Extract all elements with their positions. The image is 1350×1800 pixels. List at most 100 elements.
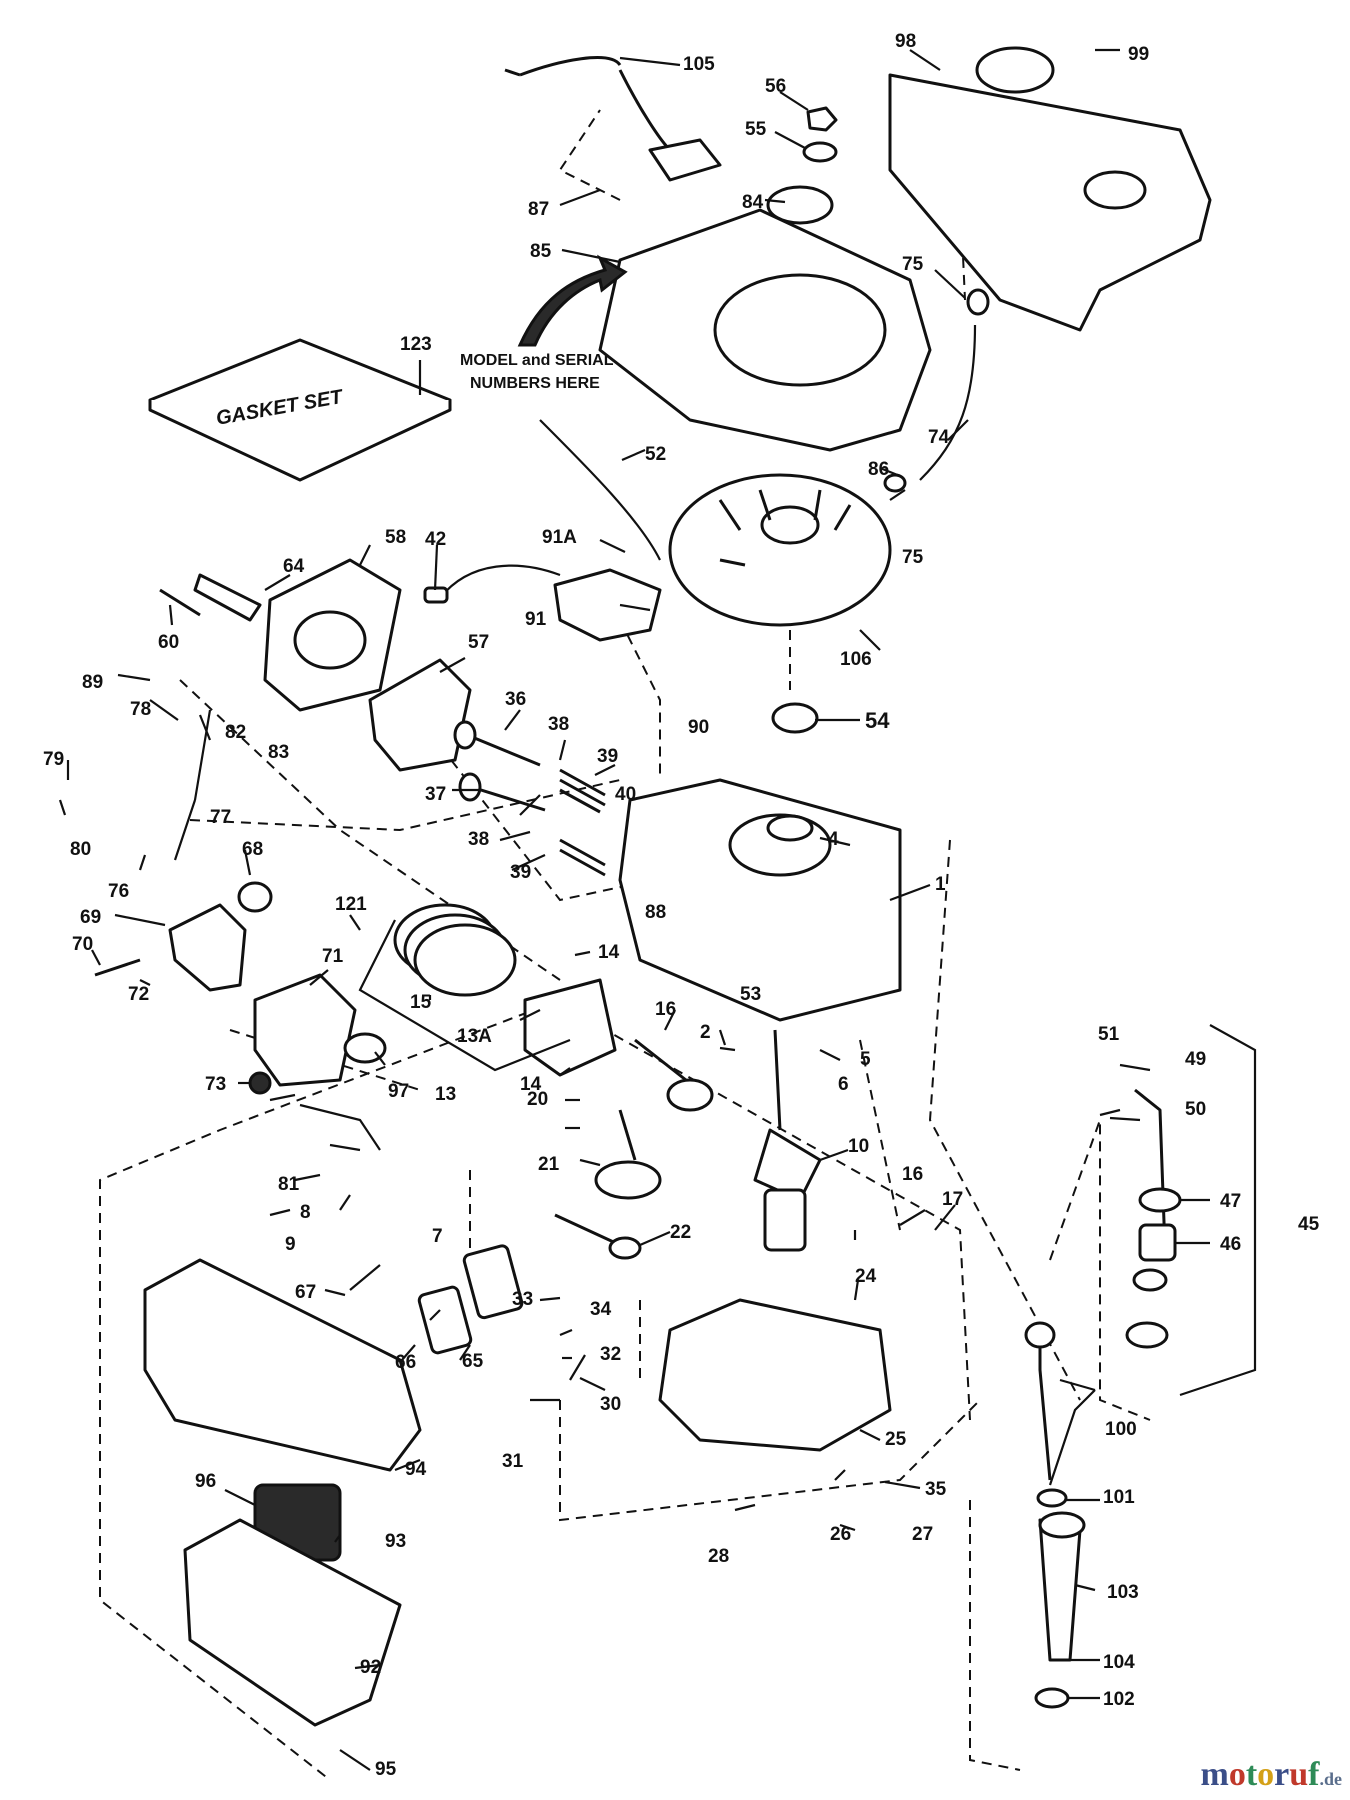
starter-cup-shape (766, 185, 834, 225)
part-label: 16 (902, 1164, 923, 1185)
watermark-letter: o (1257, 1756, 1275, 1793)
piston-shape (523, 978, 617, 1077)
part-label: 102 (1103, 1689, 1135, 1710)
part-label: 30 (600, 1394, 621, 1415)
note-arrow-icon (517, 254, 628, 347)
part-label: 26 (830, 1524, 851, 1545)
crankcase-cover-shape (658, 1298, 892, 1452)
part-label: 8 (300, 1202, 311, 1223)
valve-head-shape (458, 772, 482, 802)
part-label: 49 (1185, 1049, 1206, 1070)
part-label: 91A (542, 527, 577, 548)
model-serial-note-line1: MODEL and SERIAL (460, 352, 614, 369)
part-label: 2 (700, 1022, 711, 1043)
head-gasket-shape (368, 658, 472, 772)
part-label: 100 (1105, 1419, 1137, 1440)
part-label: 10 (848, 1136, 869, 1157)
part-label: 88 (645, 902, 666, 923)
part-label: 9 (285, 1234, 296, 1255)
carb-gasket-shape (343, 1032, 387, 1064)
part-label: 90 (688, 717, 709, 738)
carb-bowl-nut-shape (248, 1071, 272, 1095)
part-label: 66 (395, 1352, 416, 1373)
part-label: 38 (548, 714, 569, 735)
group-bracket-shape (1179, 1024, 1257, 1397)
part-label: 79 (43, 749, 64, 770)
flywheel-fins-shape (718, 489, 852, 567)
part-label: 81 (278, 1174, 300, 1195)
part-label: 92 (360, 1657, 381, 1678)
part-label: 57 (468, 632, 489, 653)
part-label: 55 (745, 119, 767, 140)
oil-seal-shape (1036, 1488, 1068, 1508)
part-label: 86 (868, 459, 889, 480)
part-label: 25 (885, 1429, 907, 1450)
leader-lines (58, 48, 1210, 1771)
part-label: 39 (597, 746, 618, 767)
cover-port-shape (975, 46, 1055, 94)
part-shapes (94, 46, 1257, 1727)
plug-shape (237, 881, 273, 913)
clamp-shape (966, 288, 990, 316)
part-label: 14 (598, 942, 620, 963)
part-label: 17 (942, 1189, 963, 1210)
head-bolt-shape (159, 588, 201, 617)
part-labels: 1 2 4 5 6 7 8 9 10 13 13A 14 14 15 16 16… (43, 31, 1320, 1780)
nut-shape (806, 106, 838, 132)
part-label: 76 (108, 881, 129, 902)
part-label: 104 (1103, 1652, 1135, 1673)
watermark-letter: o (1228, 1756, 1246, 1793)
crankshaft-pto-shape (763, 1188, 807, 1252)
part-label: 34 (590, 1299, 612, 1320)
valve-spring-shape (559, 768, 606, 814)
part-label: 13A (457, 1026, 492, 1047)
part-label: 39 (510, 862, 531, 883)
group-bracket-shape (173, 709, 212, 861)
part-label: 80 (70, 839, 91, 860)
part-label: 37 (425, 784, 446, 805)
air-cleaner-housing-shape (143, 1258, 422, 1472)
part-label: 97 (388, 1081, 409, 1102)
part-label: 33 (512, 1289, 533, 1310)
watermark-name: motoruf (1201, 1756, 1320, 1793)
seal-shape (1125, 1321, 1169, 1349)
part-label: 101 (1103, 1487, 1135, 1508)
cam-lobe-shape (618, 1109, 637, 1161)
ignition-module-shape (553, 568, 662, 642)
governor-shape (554, 1213, 621, 1247)
fuel-line-shape (919, 324, 977, 481)
part-label: 106 (840, 649, 872, 670)
fill-tube-seal-shape (1034, 1687, 1070, 1709)
gasket-shape (417, 1285, 473, 1355)
part-label: 83 (268, 742, 289, 763)
part-label: 73 (205, 1074, 226, 1095)
seal-shape (1138, 1187, 1182, 1213)
bushing-shape (1138, 1223, 1177, 1262)
gasket-set-side-shape (148, 400, 452, 482)
part-label: 13 (435, 1084, 456, 1105)
part-label: 75 (902, 547, 924, 568)
part-label: 35 (925, 1479, 947, 1500)
part-label: 95 (375, 1759, 397, 1780)
part-label: 72 (128, 984, 149, 1005)
fill-tube-cap-shape (1038, 1511, 1086, 1539)
part-label: 20 (527, 1089, 548, 1110)
piston-ring-shape (413, 923, 517, 997)
part-label: 31 (502, 1451, 524, 1472)
dipstick-cap-shape (1024, 1321, 1056, 1349)
part-label: 46 (1220, 1234, 1241, 1255)
part-label: 85 (530, 241, 552, 262)
bolt-shape (94, 958, 141, 977)
watermark-letter: r (1274, 1756, 1290, 1793)
seal-shape (1132, 1268, 1168, 1292)
part-label: 78 (130, 699, 151, 720)
part-label: 64 (283, 556, 305, 577)
watermark-letter: t (1245, 1756, 1258, 1793)
part-label: 4 (828, 829, 839, 850)
spark-plug-wire-shape (439, 564, 561, 599)
part-label: 121 (335, 894, 367, 915)
cam-gear-shape (594, 1160, 662, 1200)
model-serial-note-line2: NUMBERS HERE (470, 375, 600, 392)
washer-shape (802, 141, 838, 163)
